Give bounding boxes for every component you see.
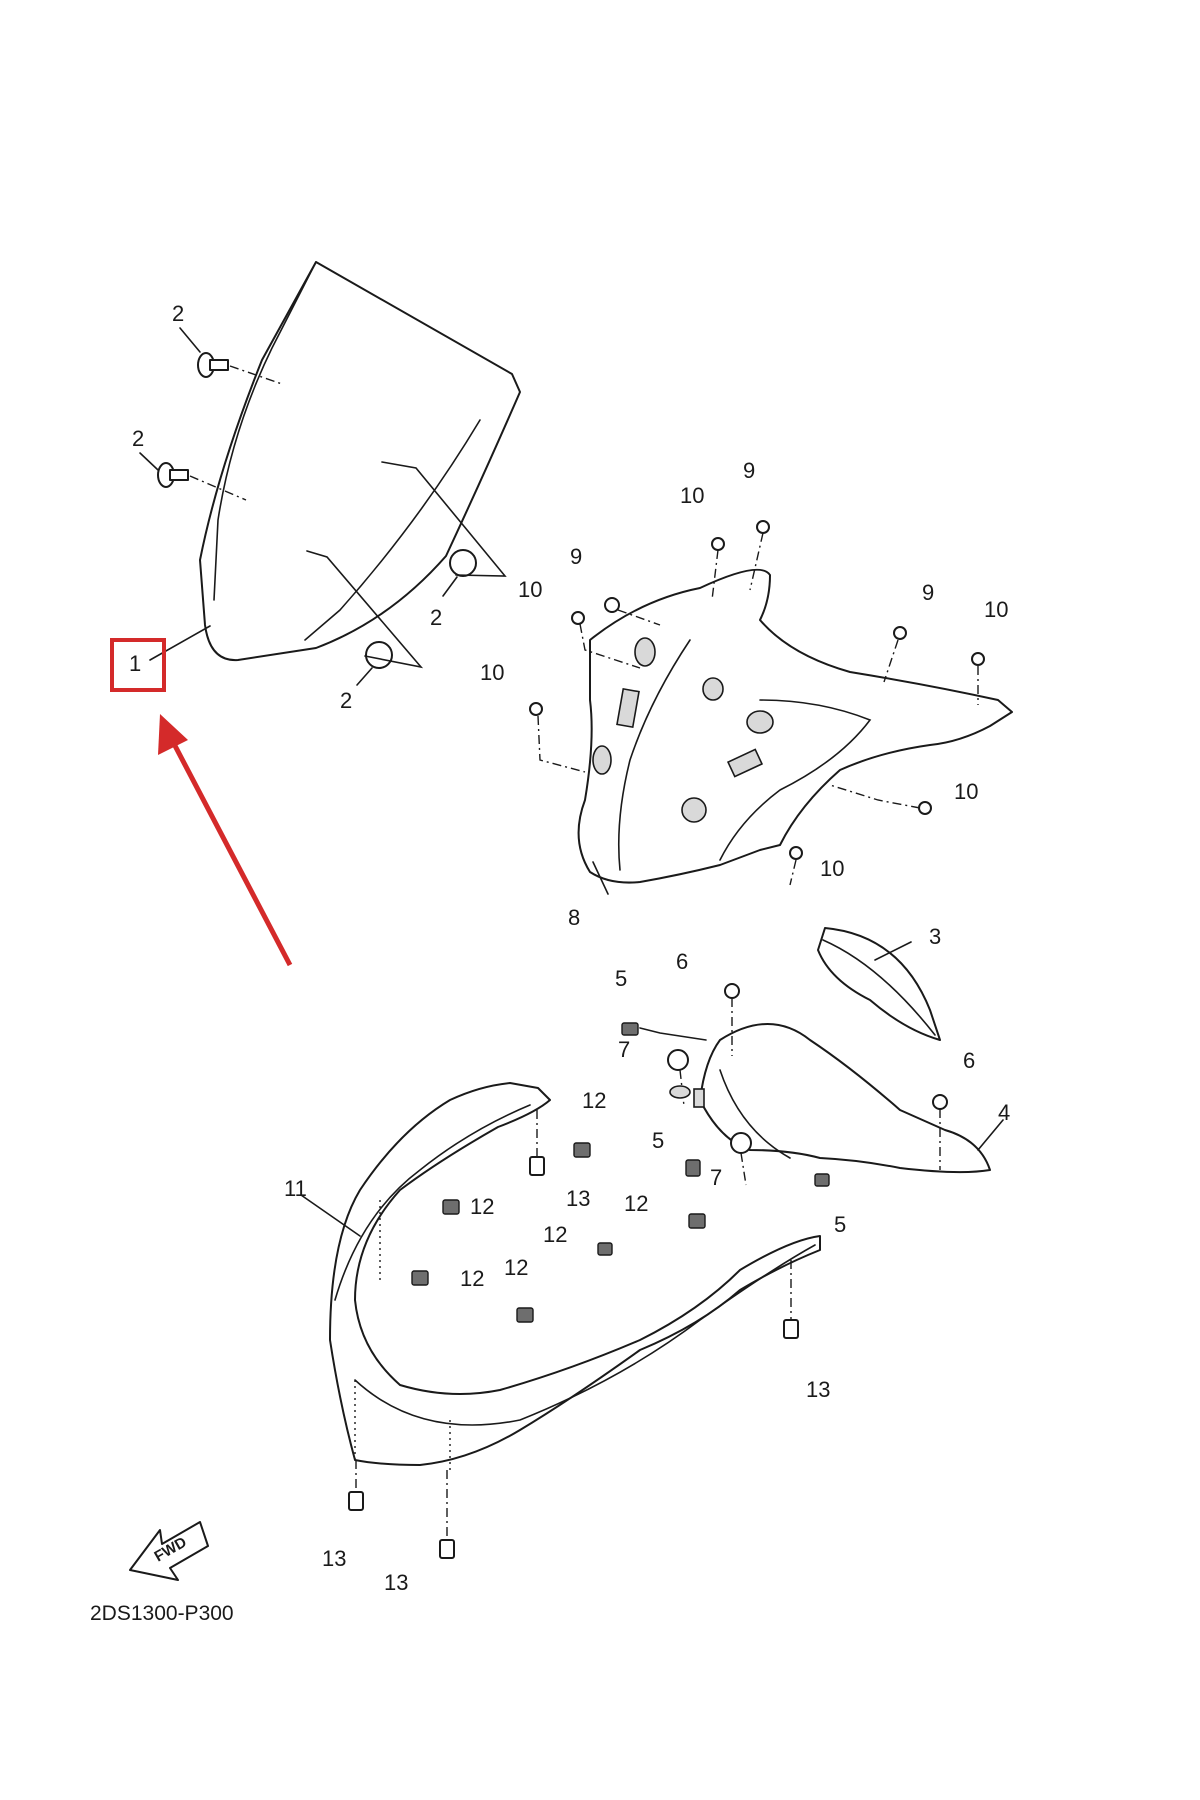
clips-13[interactable] xyxy=(348,1110,799,1559)
leader-lines xyxy=(139,327,1004,1237)
callouts: 1 2 2 2 2 3 4 5 5 5 6 6 7 7 8 9 9 9 10 1… xyxy=(129,301,1010,1595)
fasteners-5-6-7[interactable] xyxy=(621,983,948,1187)
callout-7[interactable]: 7 xyxy=(618,1037,630,1062)
inner-panel[interactable] xyxy=(577,568,1013,884)
callout-10[interactable]: 10 xyxy=(984,597,1008,622)
callout-13[interactable]: 13 xyxy=(566,1186,590,1211)
screws-9-10[interactable] xyxy=(529,520,985,886)
callout-12[interactable]: 12 xyxy=(470,1194,494,1219)
callout-2[interactable]: 2 xyxy=(132,426,144,451)
callout-6[interactable]: 6 xyxy=(676,949,688,974)
callout-8[interactable]: 8 xyxy=(568,905,580,930)
screw-2-upper[interactable] xyxy=(197,352,283,385)
callout-13[interactable]: 13 xyxy=(322,1546,346,1571)
callout-5[interactable]: 5 xyxy=(615,966,627,991)
meter-cover[interactable] xyxy=(817,927,941,1041)
diagram-reference-code: 2DS1300-P300 xyxy=(90,1602,234,1625)
callout-3[interactable]: 3 xyxy=(929,924,941,949)
fwd-arrow-icon: FWD xyxy=(129,1521,209,1581)
callout-12[interactable]: 12 xyxy=(582,1088,606,1113)
callout-4[interactable]: 4 xyxy=(998,1100,1010,1125)
callout-11[interactable]: 11 xyxy=(284,1176,307,1201)
callout-2[interactable]: 2 xyxy=(172,301,184,326)
screw-2-lower[interactable] xyxy=(306,550,424,669)
callout-9[interactable]: 9 xyxy=(922,580,934,605)
callout-10[interactable]: 10 xyxy=(954,779,978,804)
callout-10[interactable]: 10 xyxy=(680,483,704,508)
callout-13[interactable]: 13 xyxy=(806,1377,830,1402)
meter-panel[interactable] xyxy=(693,1023,991,1174)
callout-12[interactable]: 12 xyxy=(460,1266,484,1291)
callout-9[interactable]: 9 xyxy=(743,458,755,483)
callout-10[interactable]: 10 xyxy=(518,577,542,602)
callout-5[interactable]: 5 xyxy=(652,1128,664,1153)
screw-2-middle[interactable] xyxy=(157,462,247,501)
callout-5[interactable]: 5 xyxy=(834,1212,846,1237)
callout-2[interactable]: 2 xyxy=(340,688,352,713)
callout-7[interactable]: 7 xyxy=(710,1165,722,1190)
callout-10[interactable]: 10 xyxy=(820,856,844,881)
windscreen[interactable] xyxy=(199,261,521,662)
front-cowl[interactable] xyxy=(329,1082,821,1470)
callout-13[interactable]: 13 xyxy=(384,1570,408,1595)
callout-6[interactable]: 6 xyxy=(963,1048,975,1073)
callout-2[interactable]: 2 xyxy=(430,605,442,630)
callout-12[interactable]: 12 xyxy=(543,1222,567,1247)
highlight-marker xyxy=(110,638,293,967)
callout-9[interactable]: 9 xyxy=(570,544,582,569)
callout-12[interactable]: 12 xyxy=(624,1191,648,1216)
clips-12[interactable] xyxy=(411,1142,706,1323)
screw-2-right[interactable] xyxy=(381,461,507,577)
callout-10[interactable]: 10 xyxy=(480,660,504,685)
callout-1[interactable]: 1 xyxy=(129,651,141,676)
callout-12[interactable]: 12 xyxy=(504,1255,528,1280)
